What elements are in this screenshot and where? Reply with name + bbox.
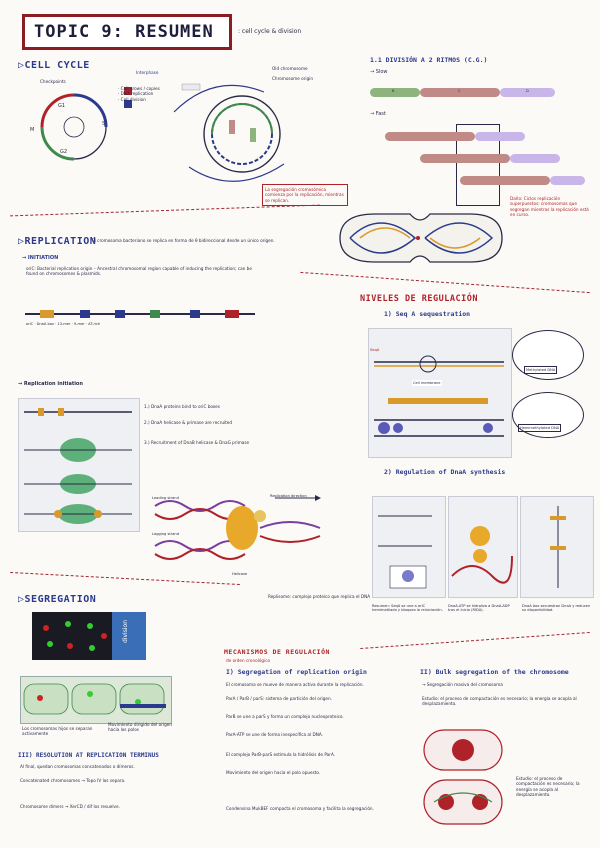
oric-elements: oriC · DnaA box · 13-mer · 9-mer · AT-ri… bbox=[26, 322, 101, 326]
dividing-cell-diagram bbox=[339, 213, 503, 263]
s-label: S bbox=[102, 121, 106, 127]
g1-label: G1 bbox=[58, 103, 66, 109]
bar-d-fast-2 bbox=[510, 154, 560, 163]
slow-label: → Slow bbox=[370, 69, 388, 75]
oric-definition: oriC: Bacterial replication origin – Anc… bbox=[26, 266, 252, 277]
hemimethylated-dna-label: Hemimethylated DNA bbox=[518, 424, 562, 433]
mechanism-i-heading: I) Segregation of replication origin bbox=[226, 668, 367, 676]
mechanism-i-note-2: ParA / ParB / parS: sistema de partición… bbox=[226, 696, 332, 701]
division-panel bbox=[112, 612, 146, 660]
oric-diagram bbox=[25, 310, 255, 318]
seqa-diagram bbox=[374, 355, 504, 437]
bar-c-fast-1 bbox=[385, 132, 475, 141]
methylated-dna-label: Methylated DNA bbox=[524, 366, 558, 375]
m-label: M bbox=[30, 127, 35, 133]
dnaa-diagrams bbox=[378, 506, 566, 589]
replication-direction-label: Replication direction bbox=[270, 494, 307, 498]
bar-d-fast-1 bbox=[475, 132, 525, 141]
interphase-label: Interphase bbox=[136, 70, 159, 75]
dnaa-caption-3: DnaA box secuestran DnaA y reducen su di… bbox=[522, 604, 591, 613]
fast-label: → Fast bbox=[370, 111, 386, 117]
bar-d-label: D bbox=[526, 89, 529, 93]
dnaa-heading: 2) Regulation of DnaA synthesis bbox=[384, 468, 506, 476]
termination-note-2: Concatenated chromosomes → Topo IV los s… bbox=[20, 778, 126, 783]
mechanism-ii-side: Estudio: el proceso de compactación es n… bbox=[516, 776, 580, 798]
separator-4 bbox=[360, 631, 590, 650]
cell-cycle-notes: · Cell grows / copies · DNA replication … bbox=[118, 86, 160, 102]
cell-cycle-labels: Checkpoints bbox=[40, 79, 66, 85]
legend-chromosome-origin: Chromosome origin bbox=[272, 76, 314, 81]
replication-intro: El cromosoma bacteriano se replica en fo… bbox=[92, 238, 275, 243]
bar-c-fast-3 bbox=[460, 176, 550, 185]
initiation-step-3: 3.) Recruitment of DnaB helicase & DnaG … bbox=[144, 440, 250, 445]
initiation-step-2: 2.) DnaA helicase & primase are recruite… bbox=[144, 420, 233, 425]
bar-d-slow bbox=[500, 88, 555, 97]
dnaa-caption-1: Resumen: SeqA se une a oriC hemimetilado… bbox=[372, 604, 443, 613]
cell-strip-diagram bbox=[23, 683, 166, 715]
separator-2 bbox=[300, 271, 590, 294]
seqa-heading: 1) Seq A sequestration bbox=[384, 310, 471, 318]
division-note: Daño: Ciclos replicación superpuestos: c… bbox=[510, 196, 589, 218]
page-title: TOPIC 9: RESUMEN bbox=[34, 22, 214, 42]
mukbef-diagram bbox=[423, 729, 503, 825]
termination-note-1: Al final, quedan cromosomas concatenados… bbox=[20, 764, 135, 769]
mechanisms-heading: MECANISMOS DE REGULACIÓN bbox=[224, 648, 330, 656]
fast-overlap-box bbox=[456, 124, 500, 206]
mechanism-i-note-3: ParB se une a parS y forma un complejo n… bbox=[226, 714, 344, 719]
mechanism-i-note-5: El complejo ParB-parS estimula la hidról… bbox=[226, 752, 336, 757]
replication-heading: ▷REPLICATION bbox=[18, 236, 97, 247]
lagging-strand-label: Lagging strand bbox=[152, 532, 179, 536]
page-subtitle: : cell cycle & division bbox=[238, 28, 302, 35]
seqa-label: SeqA bbox=[370, 348, 380, 352]
segregation-note-1: Los cromosomas hijos se separan activame… bbox=[22, 726, 93, 737]
initiation-label: → INITIATION bbox=[22, 255, 59, 261]
microscopy-dots bbox=[43, 621, 107, 651]
division-label: division bbox=[122, 620, 129, 643]
mechanism-i-note-6: Movimiento del origen hacia el polo opue… bbox=[226, 770, 321, 775]
regulation-heading: NIVELES DE REGULACIÓN bbox=[360, 294, 478, 304]
mechanism-i-note-1: El cromosoma se mueve de manera activa d… bbox=[226, 682, 364, 687]
mechanism-ii-note-2: Estudio: el proceso de compactación es n… bbox=[422, 696, 577, 707]
leading-strand-label: Leading strand bbox=[152, 496, 179, 500]
bar-d-fast-3 bbox=[550, 176, 585, 185]
segregation-heading: ▷SEGREGATION bbox=[18, 594, 97, 605]
replication-fork-diagram bbox=[154, 495, 321, 560]
cell-cycle-diagram bbox=[40, 83, 285, 182]
initiation-step-1: 1.) DnaA proteins bind to oriC boxes bbox=[144, 404, 220, 409]
cell-membrane-label: Cell membrane bbox=[412, 380, 442, 387]
replication-initiation-heading: → Replication initiation bbox=[18, 381, 83, 387]
initiation-steps-diagram bbox=[24, 408, 132, 524]
g2-label: G2 bbox=[60, 149, 68, 155]
segregation-note-2: Movimiento dirigido del origen hacia los… bbox=[108, 722, 172, 733]
helicase-label: Helicase bbox=[232, 572, 248, 576]
bar-c-label: C bbox=[458, 89, 461, 93]
mechanisms-bottom-note: Condensina MukBEF compacta el cromosoma … bbox=[226, 806, 374, 811]
termination-note-3: Chromosome dimers → XerCD / dif los resu… bbox=[20, 804, 120, 809]
mechanisms-subheading: de orden cronológico bbox=[226, 658, 271, 663]
bar-c-fast-2 bbox=[420, 154, 510, 163]
bar-c-slow bbox=[420, 88, 500, 97]
title-box bbox=[22, 14, 232, 50]
dnaa-caption-2: DnaA-ATP se hidroliza a DnaA-ADP tras el… bbox=[448, 604, 510, 613]
bar-b-label: B bbox=[392, 89, 395, 93]
cell-cycle-red-note: La segregación cromosómica comienza por … bbox=[262, 184, 348, 207]
termination-heading: III) RESOLUTION AT REPLICATION TERMINUS bbox=[18, 752, 159, 759]
division-rhythms-heading: 1.1 DIVISIÓN A 2 RITMOS (C.G.) bbox=[370, 56, 488, 64]
mechanism-i-note-4: ParA-ATP se une de forma inespecífica al… bbox=[226, 732, 323, 737]
separator-1 bbox=[10, 204, 320, 217]
mechanism-ii-note-1: → Segregación masiva del cromosoma bbox=[422, 682, 503, 687]
legend-old-chromosome: Old chromosome bbox=[272, 66, 308, 71]
bar-b-slow bbox=[370, 88, 420, 97]
zoom-circle-2 bbox=[512, 392, 584, 438]
replisome-note: Replisome: complejo proteico que replica… bbox=[268, 594, 371, 599]
mechanism-ii-heading: II) Bulk segregation of the chromosome bbox=[420, 668, 569, 676]
cell-cycle-heading: ▷CELL CYCLE bbox=[18, 60, 90, 71]
